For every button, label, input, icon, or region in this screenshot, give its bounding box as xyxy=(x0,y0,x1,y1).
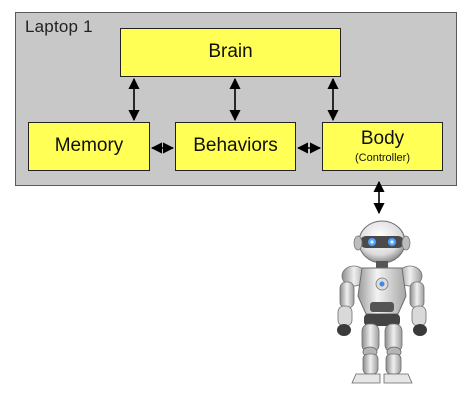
memory-box: Memory xyxy=(28,122,150,171)
body-label: Body xyxy=(360,127,405,149)
brain-box: Brain xyxy=(120,28,341,77)
body-sublabel: (Controller) xyxy=(354,152,410,165)
body-box: Body (Controller) xyxy=(322,122,443,171)
humanoid-robot-icon xyxy=(337,220,427,384)
laptop-label: Laptop 1 xyxy=(25,17,93,36)
brain-label: Brain xyxy=(208,41,253,63)
behaviors-box: Behaviors xyxy=(175,122,296,171)
behaviors-label: Behaviors xyxy=(193,135,278,157)
memory-label: Memory xyxy=(54,135,124,157)
